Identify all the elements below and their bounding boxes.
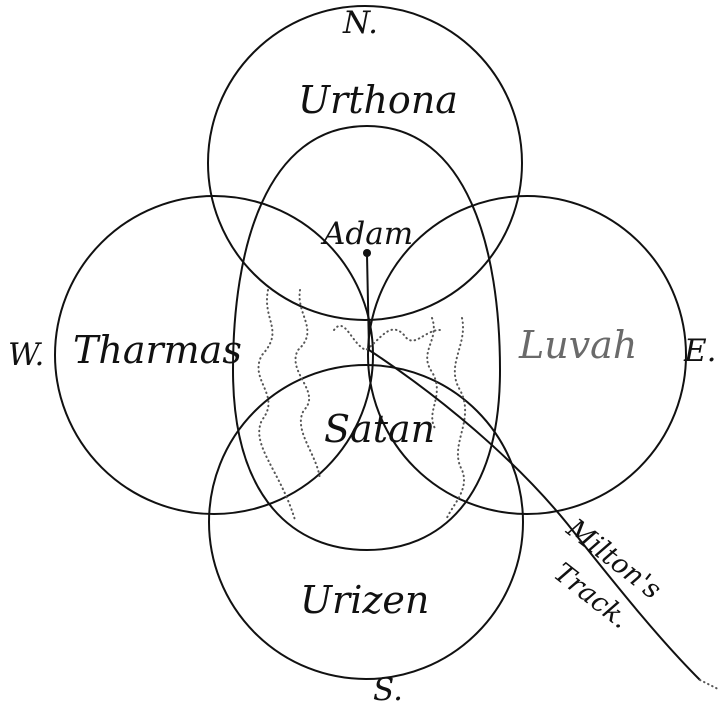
- zoa-urizen-label: Urizen: [300, 578, 429, 622]
- zoa-tharmas-label: Tharmas: [73, 328, 242, 372]
- mundane-egg: [233, 126, 500, 550]
- compass-south: S.: [373, 672, 403, 708]
- urthona-circle: [208, 6, 522, 320]
- satan-label: Satan: [324, 407, 435, 451]
- compass-west: W.: [8, 337, 44, 373]
- adam-stem: [367, 255, 369, 350]
- milton-track-dots: [700, 680, 720, 690]
- milton-track-line: [369, 350, 700, 680]
- zoa-urthona-label: Urthona: [298, 78, 458, 122]
- zoa-luvah-label: Luvah: [518, 323, 637, 367]
- compass-east: E.: [683, 333, 716, 369]
- compass-north: N.: [342, 5, 378, 41]
- dotted-vortex-left: [259, 290, 320, 520]
- adam-label: Adam: [320, 216, 413, 252]
- dotted-vortex-center: [334, 326, 440, 350]
